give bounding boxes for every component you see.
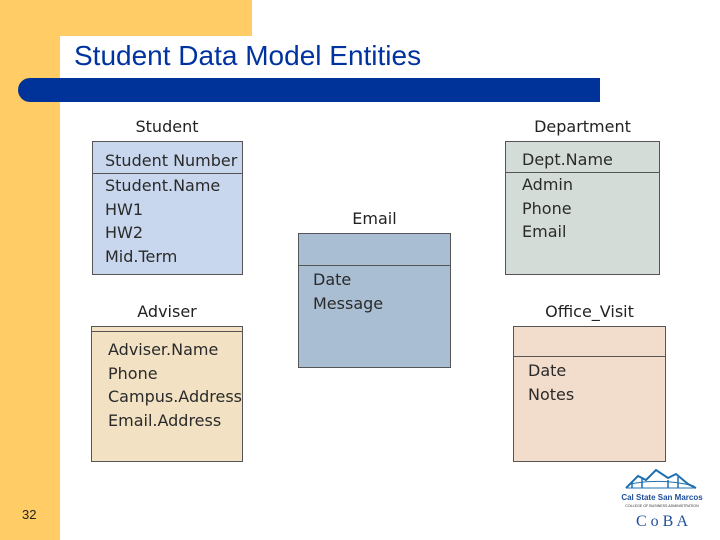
entity-header [299,234,450,266]
title-underline-bar [18,78,600,102]
entity-office-visit: Date Notes [513,326,666,462]
entity-field: Date [528,361,567,380]
slide-title: Student Data Model Entities [74,40,422,71]
top-accent-block [0,0,252,36]
entity-adviser: Adviser.Name Phone Campus.Address Email.… [91,326,243,462]
entity-field: Email [522,222,567,241]
entity-field: Mid.Term [105,246,178,266]
entity-student: Student Number Student.Name HW1 HW2 Mid.… [92,141,243,275]
entity-field: Adviser.Name [108,340,219,359]
entity-header [92,327,242,332]
entity-header [514,327,665,357]
page-number: 32 [22,507,37,522]
entity-field: Date [313,270,352,289]
title-area [62,36,602,78]
entity-field: Email.Address [108,410,222,430]
entity-field: Student.Name [105,176,221,195]
entity-email: Date Message [298,233,451,368]
logo-acronym-text: C o B A [636,513,688,530]
mountain-logo-icon: Cal State San Marcos COLLEGE OF BUSINESS… [621,468,703,530]
entity-field: Phone [108,363,158,383]
entity-caption-email: Email [352,209,397,228]
entity-field: Admin [522,175,573,194]
entity-caption-adviser: Adviser [137,302,197,321]
entity-field: Message [313,293,384,313]
entity-caption-student: Student [135,117,199,136]
entity-field: Student Number [93,149,242,174]
entity-field: Dept.Name [506,148,659,173]
logo-university-text: Cal State San Marcos [621,493,703,502]
coba-logo: Cal State San Marcos COLLEGE OF BUSINESS… [612,464,712,534]
entity-field: HW1 [105,199,144,219]
entity-caption-department: Department [534,117,631,136]
entity-field: Notes [528,384,575,404]
entity-field: Phone [522,198,572,218]
entity-field: HW2 [105,223,144,242]
entity-department: Dept.Name Admin Phone Email [505,141,660,275]
entity-caption-office-visit: Office_Visit [545,302,634,321]
logo-college-text: COLLEGE OF BUSINESS ADMINISTRATION [625,504,699,508]
entity-field: Campus.Address [108,387,242,406]
